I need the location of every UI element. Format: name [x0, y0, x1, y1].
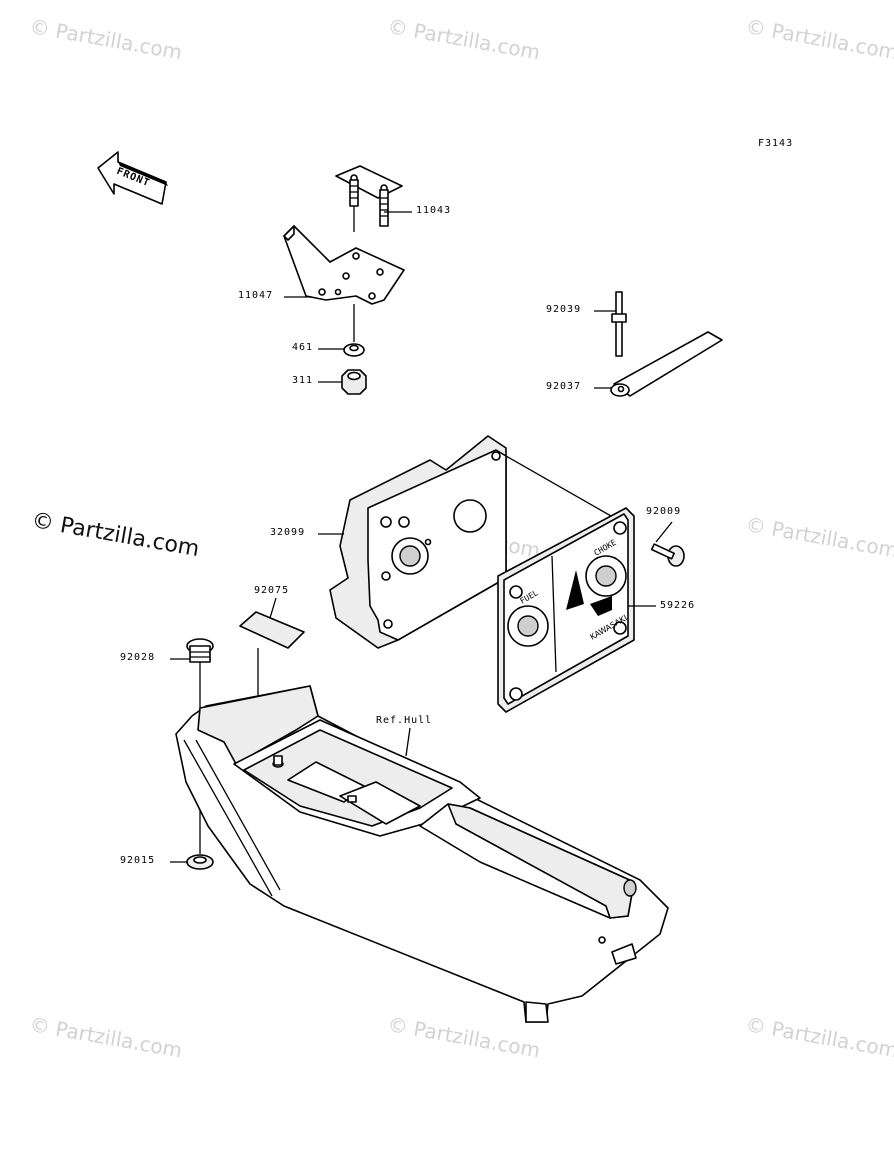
washer-part [343, 343, 365, 357]
part-label-32099: 32099 [270, 527, 306, 538]
screw-part [650, 543, 685, 567]
part-label-92028: 92028 [120, 652, 156, 663]
part-label-92039: 92039 [546, 304, 582, 315]
part-label-11043: 11043 [416, 205, 452, 216]
part-label-92009: 92009 [646, 506, 682, 517]
leader-lines [170, 211, 673, 863]
part-label-92015: 92015 [120, 855, 156, 866]
control-panel-part: FUEL CHOKE KAWASAKI [497, 507, 635, 713]
part-label-92075: 92075 [254, 585, 290, 596]
ref-hull-label: Ref.Hull [376, 715, 433, 726]
part-label-59226: 59226 [660, 600, 696, 611]
part-label-11047: 11047 [238, 290, 274, 301]
switch-box-cover-part [329, 435, 619, 649]
nut-part [341, 369, 367, 395]
pin-part [611, 291, 627, 357]
drain-plug-part [186, 638, 214, 708]
part-label-92037: 92037 [546, 381, 582, 392]
figure-code: F3143 [758, 138, 794, 149]
part-label-461: 461 [292, 342, 314, 353]
strap-part [610, 331, 723, 397]
part-label-311: 311 [292, 375, 314, 386]
hull-part [175, 685, 669, 1023]
mount-bracket-part [283, 225, 405, 342]
bolt-plate-part [335, 165, 403, 232]
front-arrow-icon [97, 151, 168, 205]
